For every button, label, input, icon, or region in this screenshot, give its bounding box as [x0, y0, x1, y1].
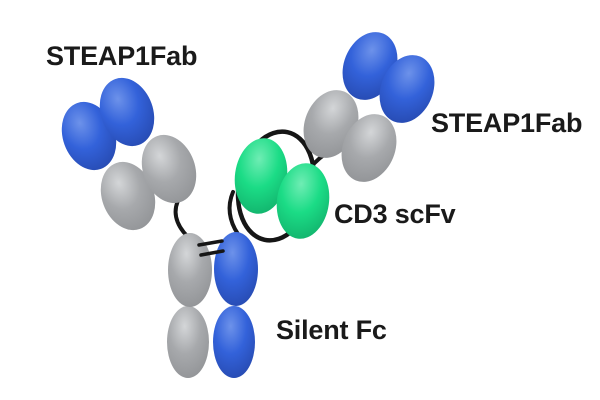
label-steap1fab-right: STEAP1Fab	[431, 108, 583, 138]
left-fab-cl-domain	[100, 161, 156, 231]
cd3-scfv-vl-domain	[276, 163, 330, 239]
label-cd3-scfv: CD3 scFv	[334, 199, 456, 229]
fc-ch3-blue-domain	[213, 306, 255, 378]
fc-ch2-gray-domain	[168, 233, 212, 307]
scfv-to-fc-linker	[227, 190, 240, 236]
left-arm-hinge-linker	[173, 195, 190, 239]
cd3-scfv-vh-domain	[234, 138, 288, 214]
label-silent-fc: Silent Fc	[276, 315, 387, 345]
hinge-disulfide-bond-1	[197, 239, 224, 247]
fc-ch3-gray-domain	[167, 306, 209, 378]
fc-ch2-blue-domain	[214, 232, 258, 306]
left-fab-ch1-domain	[141, 134, 197, 204]
left-fab-vh-domain	[99, 77, 155, 147]
right-fab-cl-domain	[341, 114, 397, 182]
right-fab-vl-domain	[379, 55, 435, 123]
label-steap1fab-left: STEAP1Fab	[46, 41, 198, 71]
hinge-disulfide-bond-2	[199, 249, 225, 257]
